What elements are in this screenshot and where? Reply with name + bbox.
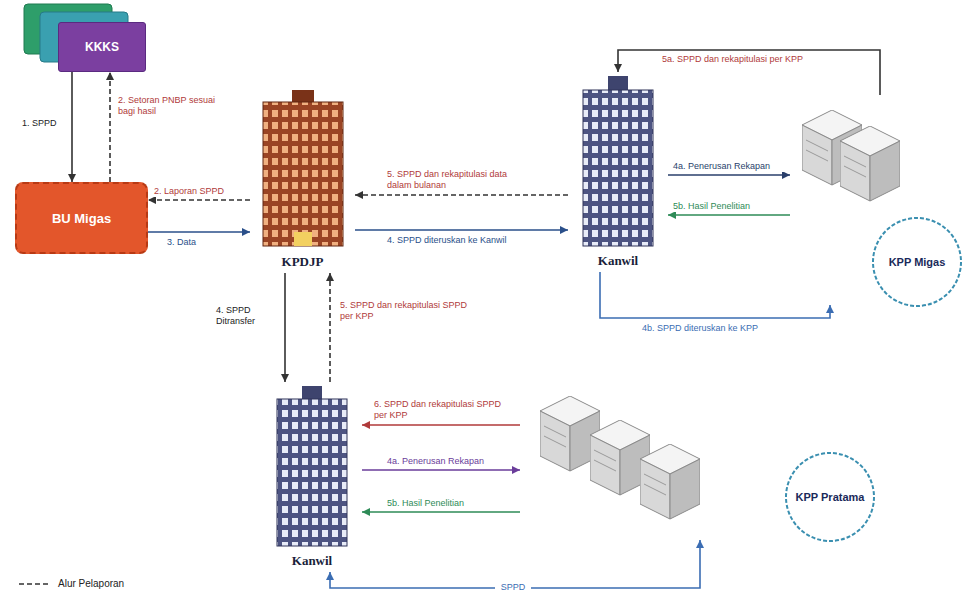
flow-label: 4a. Penerusan Rekapan — [671, 161, 789, 172]
building-label: Kanwil — [568, 253, 668, 269]
flow-arrow — [618, 50, 880, 95]
flow-arrow — [148, 199, 250, 201]
legend-sample — [18, 580, 52, 588]
flow-arrow — [362, 511, 520, 513]
legend-text: Alur Pelaporan — [58, 578, 124, 589]
office-building: Kanwil — [568, 72, 668, 272]
office-label: KPP Pratama — [790, 475, 870, 519]
server-icon — [840, 126, 900, 201]
flow-arrow — [330, 540, 700, 588]
flow-arrow — [355, 229, 568, 231]
legend-item: Alur Pelaporan — [18, 578, 124, 589]
box-label: BU Migas — [48, 209, 115, 228]
flow-arrow — [148, 231, 250, 233]
flow-arrow — [668, 174, 790, 176]
flow-arrow — [71, 72, 73, 182]
building — [277, 386, 347, 546]
building — [583, 76, 653, 246]
building-label: KPDJP — [250, 254, 355, 270]
flow-label: 4a. Penerusan Rekapan — [385, 456, 510, 467]
tax-office-servers: KPP Pratama — [520, 390, 888, 540]
flow-arrow — [362, 424, 520, 426]
flow-label: 5. SPPD dan rekapitulasi SPPD per KPP — [338, 300, 473, 322]
building-label: Kanwil — [262, 553, 362, 569]
flow-label: 2. Laporan SPPD — [152, 186, 247, 197]
flow-arrow — [362, 469, 520, 471]
office-label: KPP Migas — [877, 240, 957, 284]
flow-label: 5b. Hasil Penelitian — [385, 498, 510, 509]
flow-arrow — [284, 273, 286, 382]
flow-label: 5. SPPD dan rekapitulasi data dalam bula… — [385, 169, 535, 191]
office-building: KPDJP — [250, 88, 355, 273]
flow-label: 3. Data — [165, 237, 235, 248]
flow-label: 2. Setoran PNBP sesuai bagi hasil — [116, 95, 236, 117]
box-label: KKKS — [81, 38, 123, 56]
flow-label: 6. SPPD dan rekapitulasi SPPD per KPP — [372, 399, 514, 421]
flow-arrow — [109, 72, 111, 182]
flow-label: 4b. SPPD diteruskan ke KPP — [640, 323, 820, 334]
legend: Alur Pelaporan — [18, 578, 124, 589]
flow-arrow — [355, 194, 568, 196]
flow-arrow — [329, 273, 331, 382]
tax-office-servers: KPP Migas — [790, 95, 968, 305]
flow-label: 1. SPPD — [20, 118, 68, 129]
kpp-circle — [786, 453, 874, 541]
server-icon — [640, 444, 700, 519]
flow-arrow — [668, 214, 790, 216]
flow-label: 5a. SPPD dan rekapitulasi per KPP — [660, 54, 855, 65]
flow-label: 4. SPPD diteruskan ke Kanwil — [385, 235, 545, 246]
flow-label: SPPD — [495, 582, 531, 593]
flow-label: 5b. Hasil Penelitian — [671, 201, 789, 212]
company-box: BU Migas — [15, 182, 148, 254]
flow-label: 4. SPPD Ditransfer — [214, 305, 280, 327]
building — [263, 90, 343, 246]
office-building: Kanwil — [262, 382, 362, 572]
kpp-circle — [873, 218, 961, 306]
contractor-box: KKKS — [58, 22, 146, 72]
flow-arrow — [600, 272, 830, 318]
